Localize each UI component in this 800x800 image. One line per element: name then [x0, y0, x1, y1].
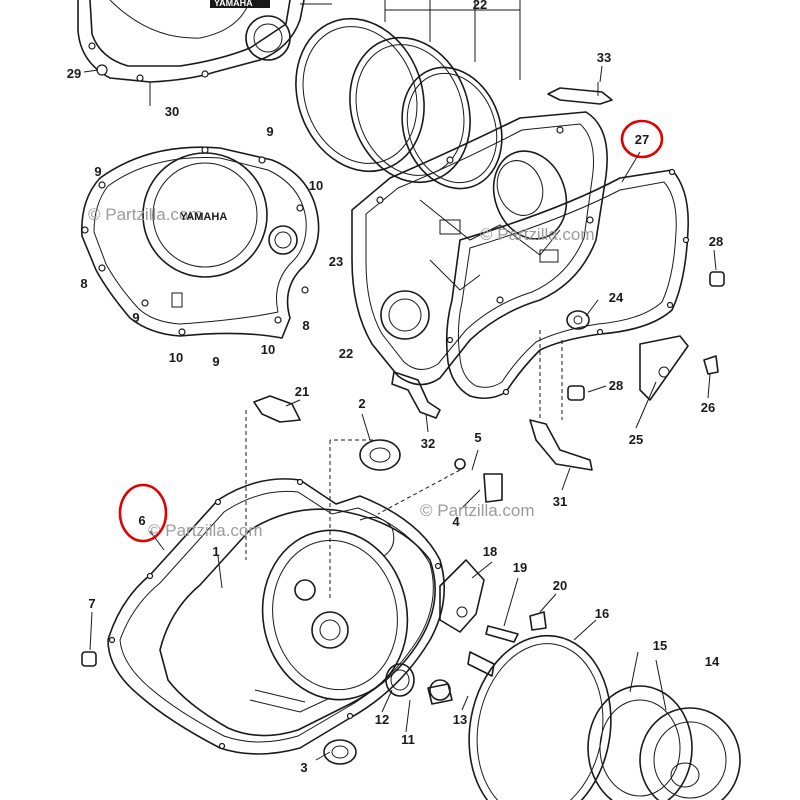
crankcase-cover: [159, 508, 436, 737]
gasket-6: [107, 478, 445, 755]
brand-text-clutch-cover: YAMAHA: [180, 211, 227, 223]
part-label-29[interactable]: 29: [67, 66, 81, 81]
watermark-text-1: © Partzilla.com: [88, 205, 203, 224]
highlight-ring-part-6: [118, 483, 168, 543]
watermark-text-2: © Partzilla.com: [148, 521, 263, 540]
part-label-26[interactable]: 26: [701, 400, 715, 415]
part-label-13[interactable]: 13: [453, 712, 467, 727]
watermark-text-3: © Partzilla.com: [420, 501, 535, 520]
part-label-22-a[interactable]: 22: [473, 0, 487, 12]
part-label-10-a[interactable]: 10: [309, 178, 323, 193]
part-label-24[interactable]: 24: [609, 290, 624, 305]
part-label-19[interactable]: 19: [513, 560, 527, 575]
part-label-9-b[interactable]: 9: [94, 164, 101, 179]
part-label-28-b[interactable]: 28: [609, 378, 623, 393]
crankcase-half: [351, 111, 608, 386]
part-label-5[interactable]: 5: [474, 430, 481, 445]
part-label-30[interactable]: 30: [165, 104, 179, 119]
brand-text-generator-cover: YAMAHA: [214, 0, 253, 8]
part-label-21[interactable]: 21: [295, 384, 309, 399]
part-label-9-d[interactable]: 9: [212, 354, 219, 369]
part-label-8-a[interactable]: 8: [80, 276, 87, 291]
watermark-text-4: © Partzilla.com: [480, 225, 595, 244]
part-label-1[interactable]: 1: [212, 544, 219, 559]
part-label-25[interactable]: 25: [629, 432, 643, 447]
part-label-16[interactable]: 16: [595, 606, 609, 621]
part-label-31[interactable]: 31: [553, 494, 567, 509]
small-parts-bottom-left: [81, 651, 453, 765]
part-label-10-b[interactable]: 10: [169, 350, 183, 365]
part-label-2[interactable]: 2: [358, 396, 365, 411]
clutch-cover: [81, 146, 320, 339]
small-parts-mid: [245, 371, 503, 600]
small-parts-bottom-right: [439, 559, 741, 800]
part-label-15[interactable]: 15: [653, 638, 667, 653]
gasket-rings: [295, 0, 521, 190]
part-label-23[interactable]: 23: [329, 254, 343, 269]
part-label-8-b[interactable]: 8: [302, 318, 309, 333]
part-label-4[interactable]: 4: [452, 514, 460, 529]
part-label-22-b[interactable]: 22: [339, 346, 353, 361]
part-label-27[interactable]: 27: [635, 132, 649, 147]
part-label-9-a[interactable]: 9: [266, 124, 273, 139]
part-label-10-c[interactable]: 10: [261, 342, 275, 357]
part-label-14[interactable]: 14: [705, 654, 720, 669]
part-label-6[interactable]: 6: [138, 513, 145, 528]
leader-lines: [89, 65, 717, 761]
part-label-11[interactable]: 11: [401, 732, 415, 747]
generator-cover: [77, 0, 316, 100]
small-parts-top-right: [529, 82, 725, 471]
part-label-20[interactable]: 20: [553, 578, 567, 593]
part-label-32[interactable]: 32: [421, 436, 435, 451]
part-label-18[interactable]: 18: [483, 544, 497, 559]
part-label-28-a[interactable]: 28: [709, 234, 723, 249]
gasket-27: [445, 168, 690, 400]
highlight-ring-part-27: [620, 119, 664, 159]
part-label-33[interactable]: 33: [597, 50, 611, 65]
part-label-7[interactable]: 7: [88, 596, 95, 611]
part-labels: 1 2 3 4 5 6 7 8 8 9 9 9 9 10 10 10 11 12…: [67, 0, 723, 775]
part-label-12[interactable]: 12: [375, 712, 389, 727]
part-label-3[interactable]: 3: [300, 760, 307, 775]
part-label-9-c[interactable]: 9: [132, 310, 139, 325]
